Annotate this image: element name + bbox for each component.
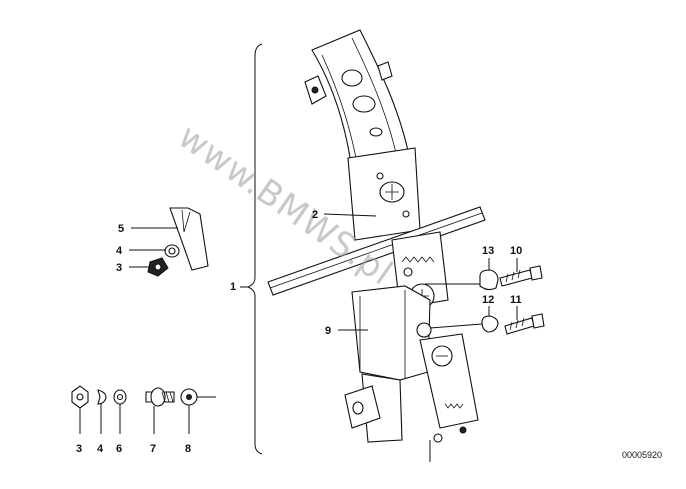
diagram-reference-code: 00005920 [622,450,662,460]
callout-label-10: 10 [510,245,522,257]
callout-1-brace [240,43,263,455]
callout-label-13: 13 [482,245,494,257]
screw-10 [499,269,533,287]
callout-label-4-bracket: 4 [116,245,123,257]
callout-label-8: 8 [185,443,191,455]
callout-label-6: 6 [116,443,122,455]
callout-label-3-bracket: 3 [116,262,122,274]
window-regulator-rail [267,29,486,462]
callout-label-7: 7 [150,443,156,455]
callout-label-12: 12 [482,294,494,306]
spring-washer-4 [97,389,107,405]
screw-11 [504,317,535,335]
callout-label-4-row: 4 [97,443,104,455]
callout-label-11: 11 [510,294,522,306]
bushing-12 [481,315,499,333]
fasteners-row [71,385,216,409]
callout-label-1: 1 [230,281,236,293]
callout-label-3-row: 3 [76,443,82,455]
callout-label-2: 2 [312,209,318,221]
bushing-13 [479,269,499,291]
leader-lines [79,213,518,434]
callout-label-5: 5 [118,223,124,235]
right-fasteners [479,265,545,335]
callout-label-9: 9 [325,325,331,337]
small-bracket-part-5 [147,207,209,277]
